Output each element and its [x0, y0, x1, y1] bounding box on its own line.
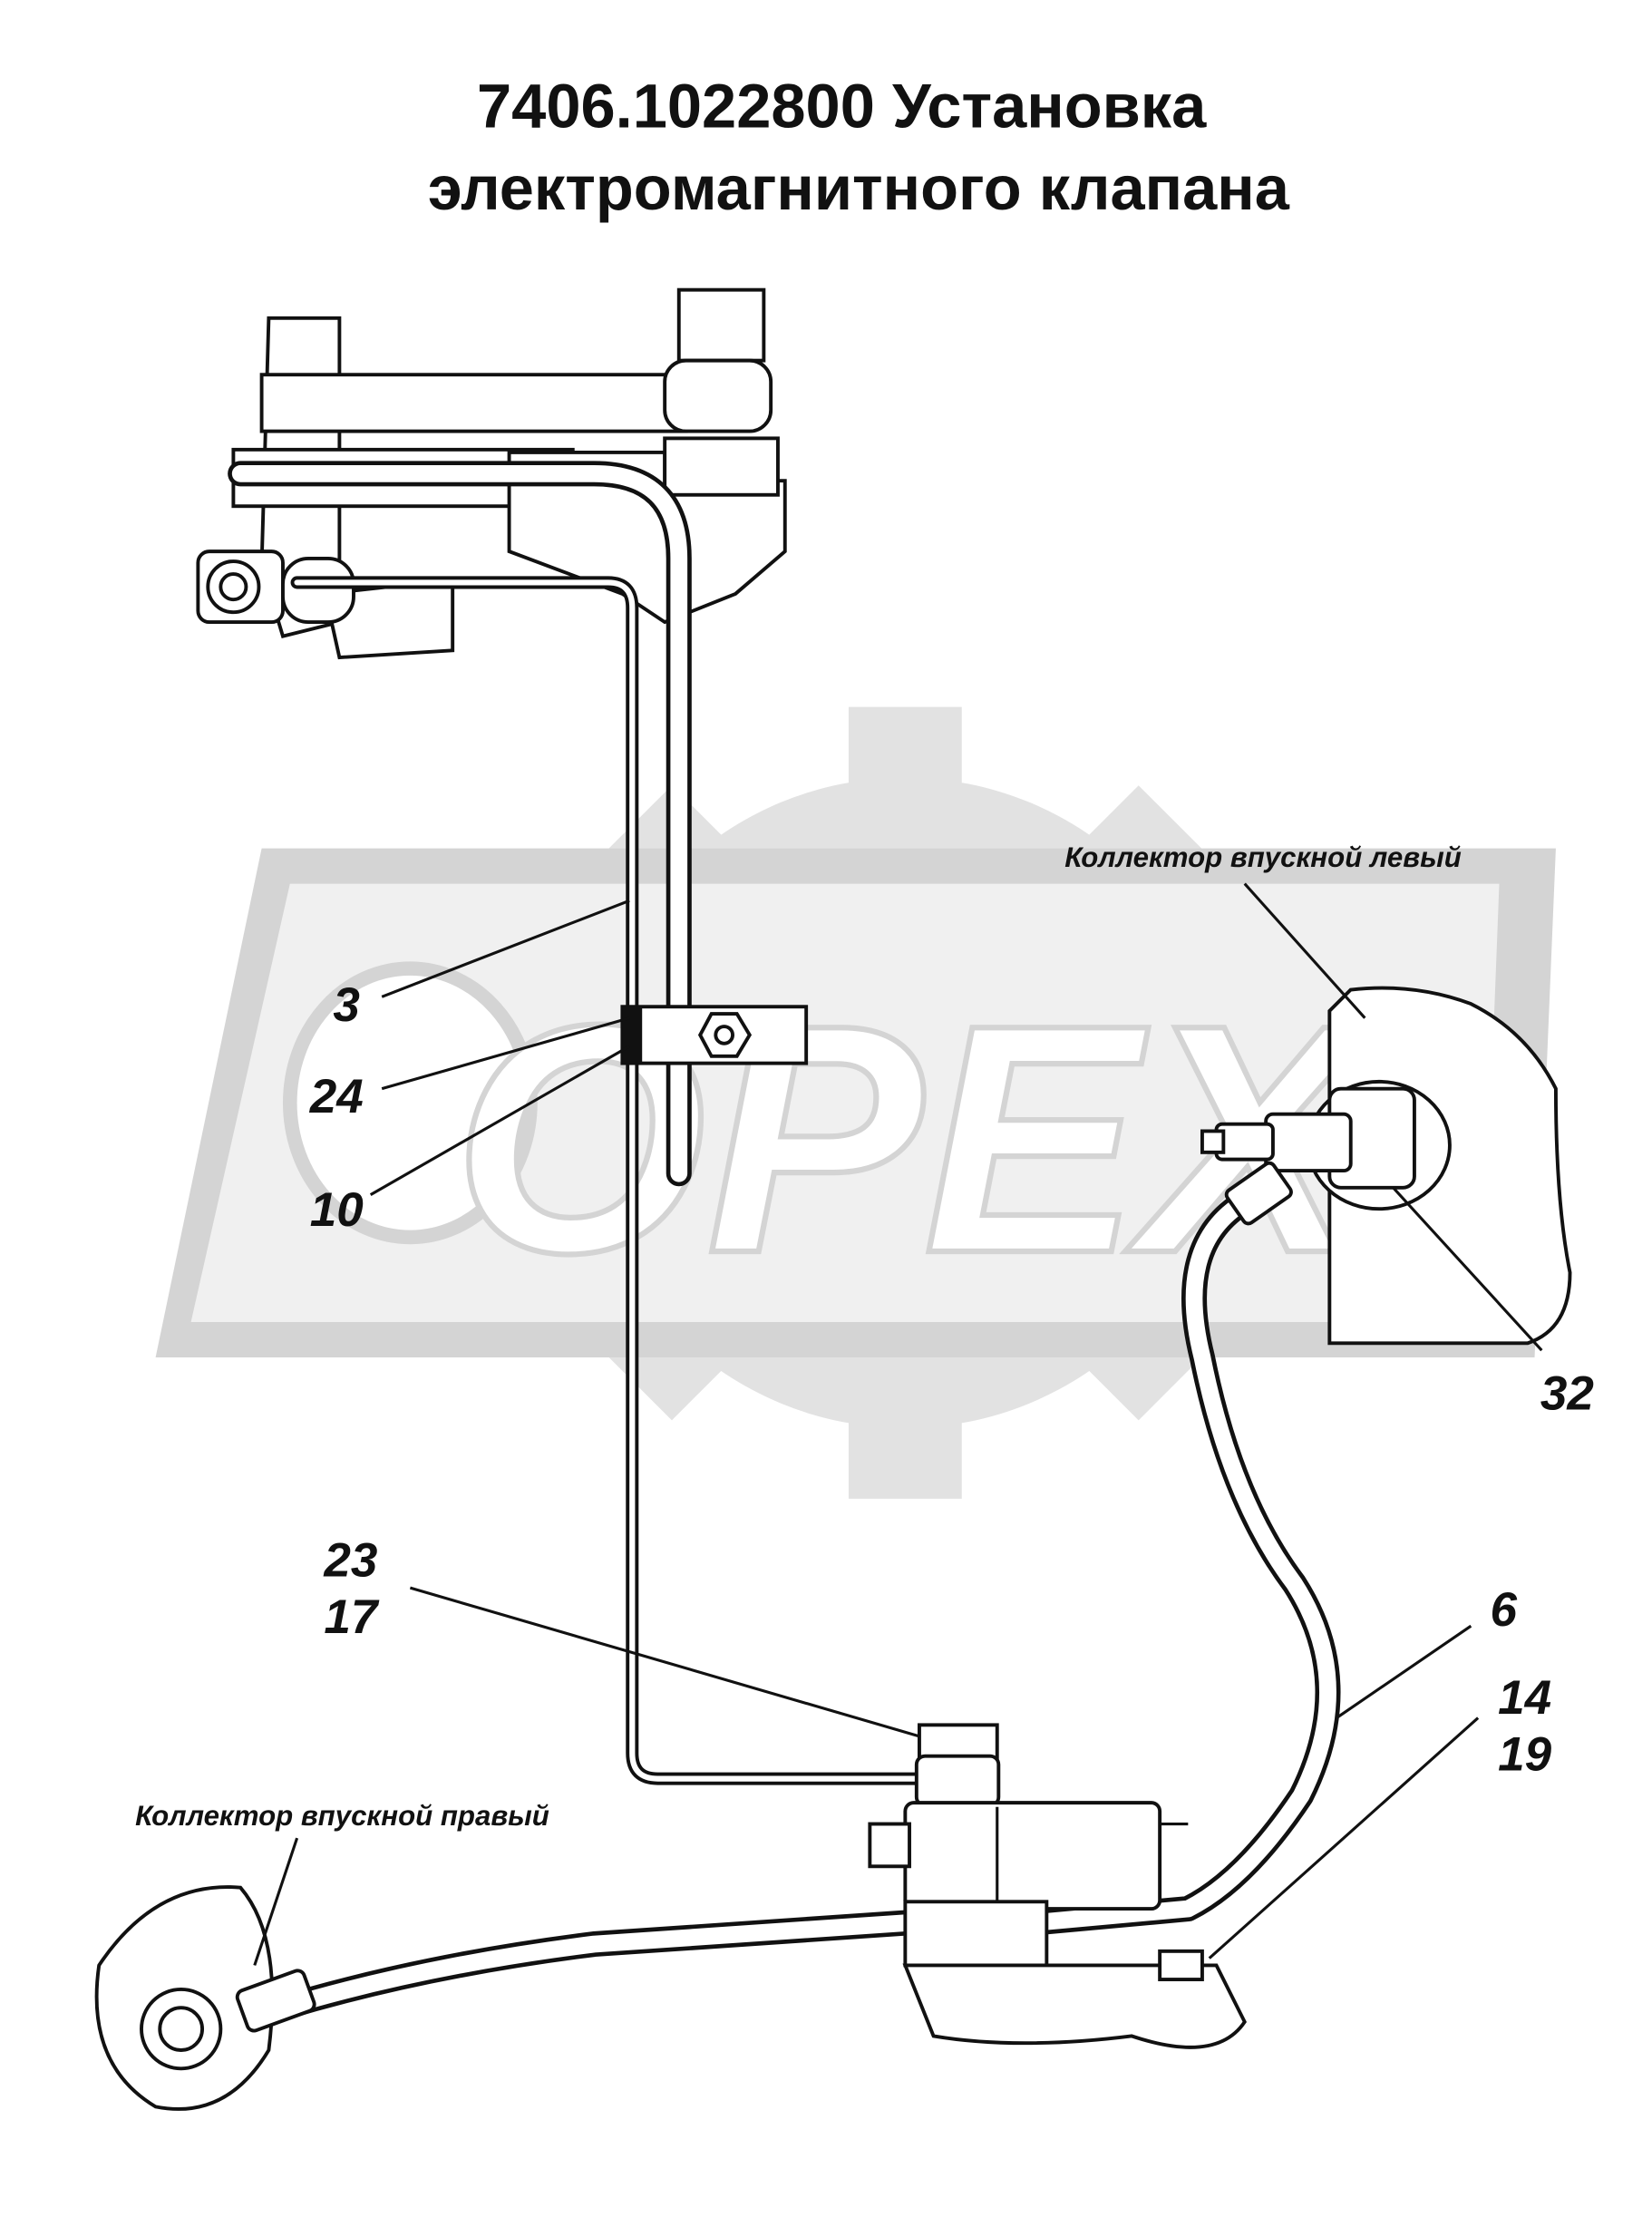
callout-6: 6: [1490, 1583, 1517, 1637]
right-manifold: [94, 1885, 316, 2111]
annotation-left-manifold: Коллектор впускной левый: [1064, 841, 1462, 873]
title-line-2: электромагнитного клапана: [428, 153, 1290, 223]
callout-32: 32: [1540, 1367, 1594, 1421]
title-line-1: 7406.1022800 Установка: [477, 71, 1207, 141]
callout-23: 23: [323, 1534, 377, 1588]
annotation-right-manifold: Коллектор впускной правый: [135, 1800, 549, 1832]
callout-3: 3: [333, 978, 360, 1032]
hose-right-manifold: [269, 1910, 918, 2021]
pipe-3: [290, 576, 926, 1785]
callout-19: 19: [1498, 1727, 1551, 1781]
callout-24: 24: [309, 1070, 364, 1123]
callout-17: 17: [324, 1590, 379, 1644]
leader-lines: [253, 882, 1543, 1966]
clamp-24: [620, 1005, 809, 1065]
callout-14: 14: [1498, 1671, 1551, 1725]
solenoid-valve: [868, 1723, 1247, 2049]
hose-6: [1019, 1189, 1341, 1936]
pipe-main-bent: [228, 461, 692, 1187]
callout-10: 10: [310, 1183, 364, 1237]
engine-top-structure: [196, 287, 787, 660]
left-manifold: [1200, 986, 1572, 1346]
